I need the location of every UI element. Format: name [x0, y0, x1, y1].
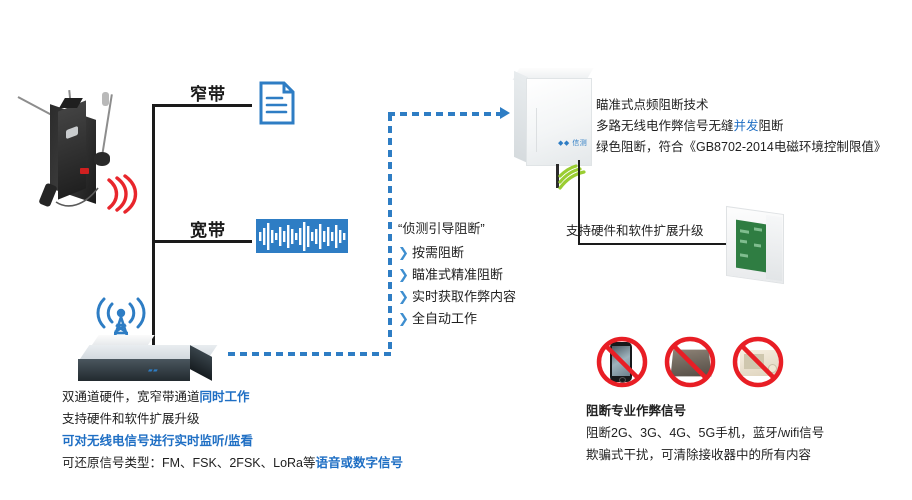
feature-list: “侦测引导阻断” ❯ 按需阻断 ❯ 瞄准式精准阻断 ❯ 实时获取作弊内容 ❯ 全… [398, 218, 516, 330]
document-icon [259, 81, 295, 125]
receiver-desc-line4: 可还原信号类型：FM、FSK、2FSK、LoRa等语音或数字信号 [62, 456, 404, 470]
transmitter-cable [55, 187, 99, 207]
pcb-case-lid [766, 214, 782, 282]
transmitter-power-led [80, 168, 89, 174]
label-wideband: 宽带 [190, 221, 226, 240]
receiver-desc-line3: 可对无线电信号进行实时监听/监看 [62, 434, 253, 448]
receiver-desc-line1: 双通道硬件，宽窄带通道同时工作 [62, 390, 250, 404]
prohibition-sign [664, 336, 716, 388]
branch-line-wideband [152, 240, 252, 243]
blocker-front-face [526, 78, 592, 166]
chevron-right-icon: ❯ [398, 289, 409, 304]
blocker-desc-line3: 绿色阻断，符合《GB8702-2014电磁环境控制限值》 [596, 140, 887, 154]
label-narrowband: 窄带 [190, 85, 226, 104]
receiver-server-device: ▰▰ [78, 335, 224, 385]
pcb-module-device [726, 205, 796, 285]
blocker-description: 瞄准式点频阻断技术 多路无线电作弊信号无缝并发阻断 绿色阻断，符合《GB8702… [596, 95, 886, 158]
dashed-path-arrowhead [500, 107, 510, 119]
antenna-coil [102, 92, 109, 106]
smartphone-home-button [619, 377, 626, 383]
prohibition-icon-device [732, 336, 784, 388]
antenna-wire-left [17, 96, 53, 116]
red-signal-waves-icon [107, 174, 138, 214]
receiver-chassis-front [78, 359, 190, 381]
receiver-brand-logo: ▰▰ [148, 368, 159, 374]
feature-item: ❯ 瞄准式精准阻断 [398, 264, 516, 286]
feature-item: ❯ 全自动工作 [398, 308, 516, 330]
chevron-right-icon: ❯ [398, 245, 409, 260]
prohibition-sign [596, 336, 648, 388]
trunk-line-vertical [152, 104, 155, 358]
blocker-desc-line1: 瞄准式点频阻断技术 [596, 98, 709, 112]
dashed-path-vertical [388, 114, 392, 354]
jammer-desc-line1: 阻断专业作弊信号 [586, 404, 687, 418]
branch-line-narrowband [152, 104, 252, 107]
upgrade-label: 支持硬件和软件扩展升级 [566, 224, 704, 238]
prohibition-icon-phone [596, 336, 648, 388]
radio-transmitter-device [14, 88, 174, 208]
blocker-desc-line2: 多路无线电作弊信号无缝并发阻断 [596, 119, 784, 133]
upgrade-line-vertical [578, 160, 580, 244]
green-signal-waves-icon [558, 164, 586, 190]
waveform-icon [256, 219, 348, 253]
jammer-description: 阻断专业作弊信号 阻断2G、3G、4G、5G手机，蓝牙/wifi信号 欺骗式干扰… [586, 400, 824, 466]
feature-item: ❯ 按需阻断 [398, 242, 516, 264]
chevron-right-icon: ❯ [398, 267, 409, 282]
jammer-desc-line3: 欺骗式干扰，可清除接收器中的所有内容 [586, 448, 812, 462]
wireless-device-knob [768, 364, 777, 373]
blocker-brand-logo: ◆◆ 信测 [558, 140, 588, 147]
feature-list-title: “侦测引导阻断” [398, 221, 485, 236]
chevron-right-icon: ❯ [398, 311, 409, 326]
pcb-board [736, 219, 766, 273]
prohibition-sign [732, 336, 784, 388]
upgrade-line-horizontal [578, 243, 730, 245]
receiver-desc-line2: 支持硬件和软件扩展升级 [62, 412, 200, 426]
feature-item: ❯ 实时获取作弊内容 [398, 286, 516, 308]
signal-blocker-device: ◆◆ 信测 [508, 68, 600, 188]
jammer-desc-line2: 阻断2G、3G、4G、5G手机，蓝牙/wifi信号 [586, 426, 825, 440]
feature-item-label: 按需阻断 [412, 245, 465, 260]
feature-item-label: 全自动工作 [412, 311, 478, 326]
prohibition-icon-tablet [664, 336, 716, 388]
antenna-base [94, 152, 110, 166]
feature-item-label: 瞄准式精准阻断 [412, 267, 504, 282]
antenna-tower-icon [96, 297, 146, 349]
blocker-front-seam [526, 108, 537, 152]
feature-item-label: 实时获取作弊内容 [412, 289, 517, 304]
dashed-path-bottom [228, 352, 392, 356]
blocker-mount-pole [556, 164, 559, 188]
dashed-path-top [388, 112, 504, 116]
receiver-description: 双通道硬件，宽窄带通道同时工作 支持硬件和软件扩展升级 可对无线电信号进行实时监… [62, 386, 403, 474]
